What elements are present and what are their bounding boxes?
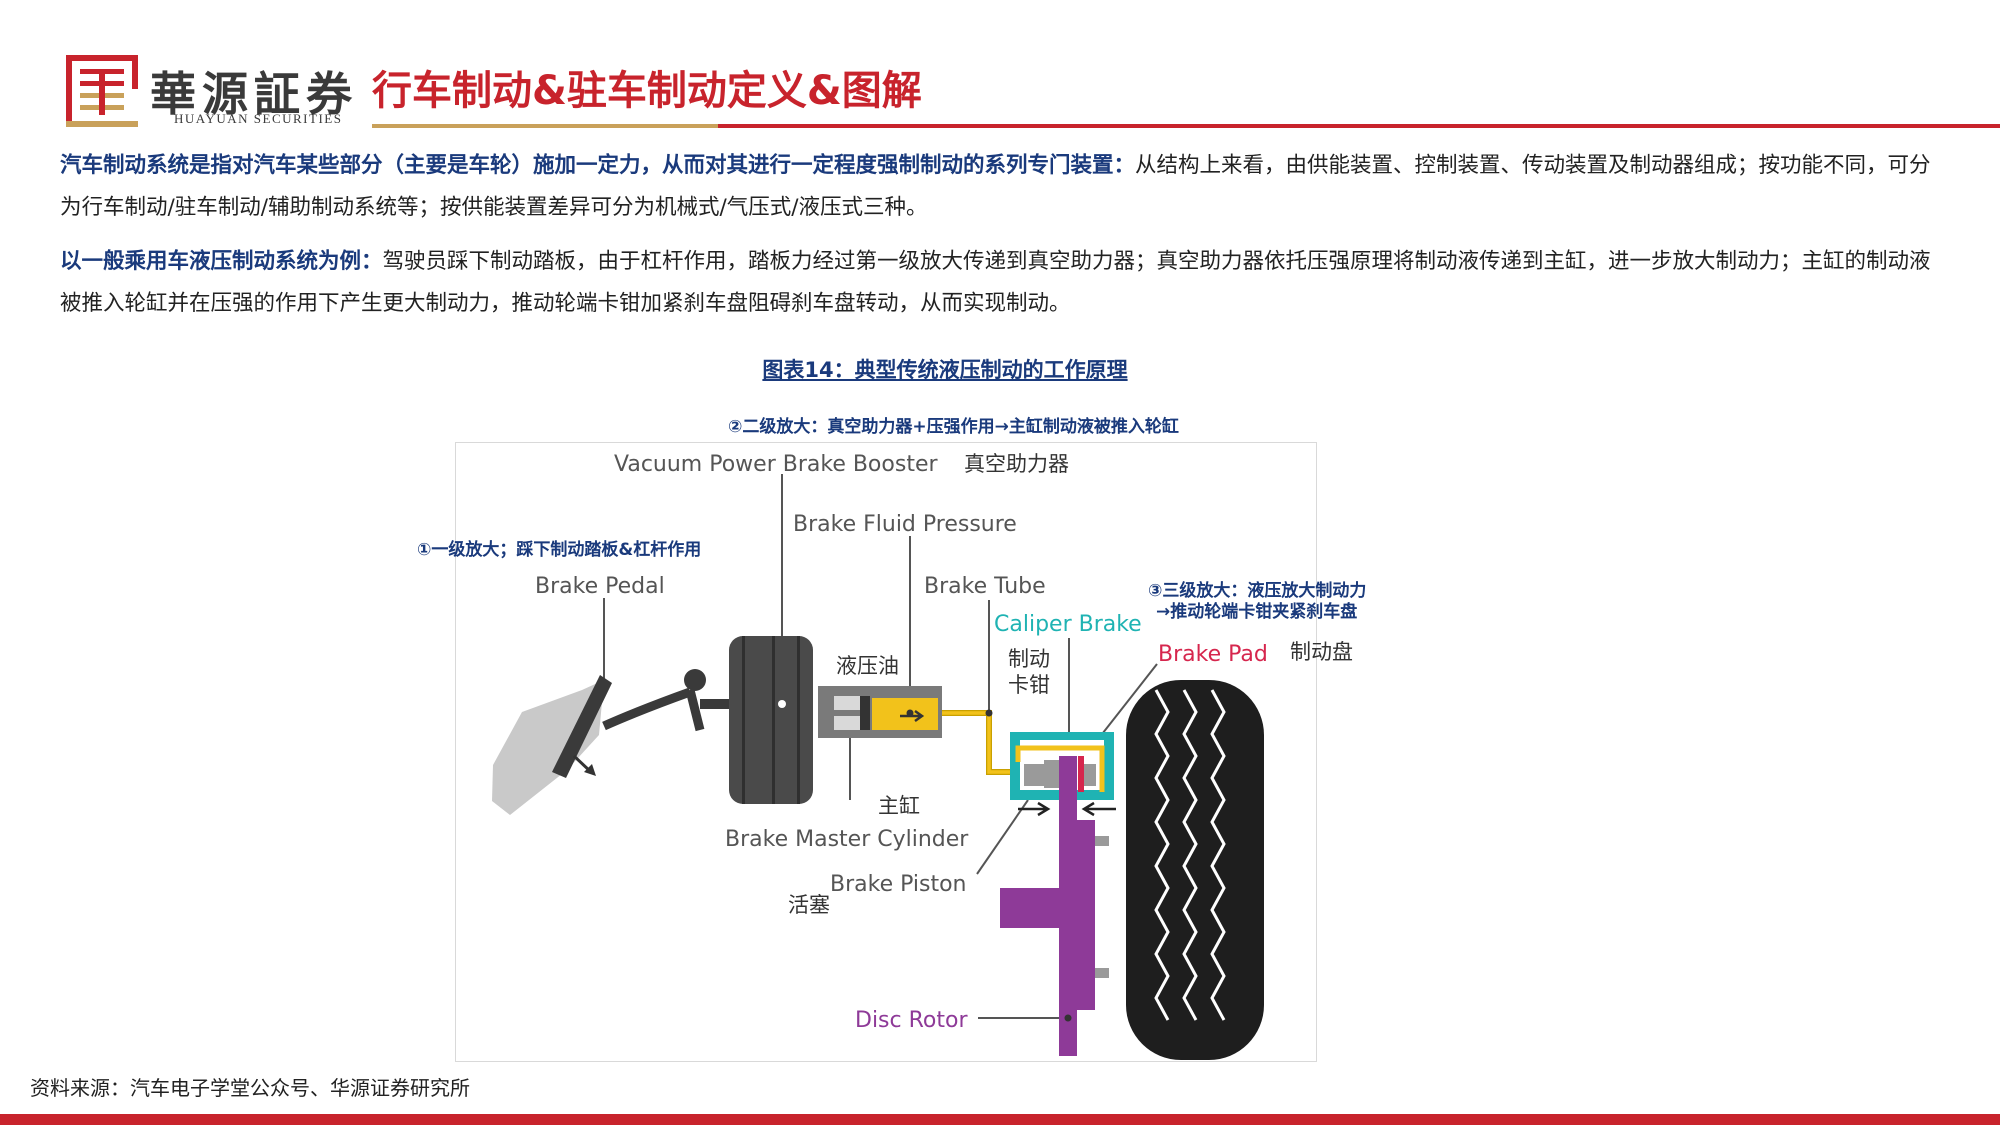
label-brake-pedal: Brake Pedal xyxy=(535,574,665,599)
rotor-marker xyxy=(1064,1014,1072,1022)
footer-bar xyxy=(0,1114,2000,1125)
booster-seam-2 xyxy=(772,636,775,804)
page-title: 行车制动&驻车制动定义&图解 xyxy=(372,68,922,114)
label-disc-cn: 制动盘 xyxy=(1290,640,1353,664)
rotor-bolt-1 xyxy=(1095,836,1109,846)
booster-seam-3 xyxy=(797,636,800,804)
label-caliper-cn-2: 卡钳 xyxy=(1008,673,1050,697)
booster-marker xyxy=(778,700,786,708)
tire-tread-line-1 xyxy=(1154,689,1170,1021)
clamp-arrow-left-icon xyxy=(1018,801,1051,817)
foot-shape xyxy=(492,680,604,815)
booster-seam-1 xyxy=(742,636,745,804)
rotor-bolt-2 xyxy=(1095,968,1109,978)
paragraph-example: 以一般乘用车液压制动系统为例：驾驶员踩下制动踏板，由于杠杆作用，踏板力经过第一级… xyxy=(60,241,1945,325)
label-vacuum-booster: Vacuum Power Brake Booster xyxy=(614,452,938,477)
master-cylinder-window-1 xyxy=(834,696,860,710)
tube-marker xyxy=(985,709,993,717)
note-stage-1: ①一级放大；踩下制动踏板&杠杆作用 xyxy=(417,539,701,560)
label-disc-rotor: Disc Rotor xyxy=(855,1008,968,1033)
huayuan-logo-icon xyxy=(64,53,140,129)
label-brake-fluid-pressure: Brake Fluid Pressure xyxy=(793,512,1017,537)
tire-tread-line-3 xyxy=(1210,689,1226,1021)
brake-piston-head xyxy=(1044,760,1060,788)
caliper-outer-block xyxy=(1084,764,1096,786)
hydraulic-fluid-chamber xyxy=(872,698,938,730)
label-caliper-cn-1: 制动 xyxy=(1008,647,1050,671)
header-divider-gold xyxy=(372,124,718,128)
label-vacuum-booster-cn: 真空助力器 xyxy=(964,452,1069,476)
pedal-arrow-head-icon xyxy=(584,764,596,776)
paragraph-example-body: 驾驶员踩下制动踏板，由于杠杆作用，踏板力经过第一级放大传递到真空助力器；真空助力… xyxy=(60,249,1931,316)
label-brake-piston: Brake Piston xyxy=(830,872,967,897)
tire-tread-line-2 xyxy=(1182,689,1198,1021)
master-piston-rod xyxy=(860,696,870,730)
label-brake-tube: Brake Tube xyxy=(924,574,1046,599)
tire-tread xyxy=(1154,689,1226,1021)
note-stage-3-line-1: ③三级放大：液压放大制动力 xyxy=(1148,580,1366,601)
label-caliper-brake: Caliper Brake xyxy=(994,612,1142,637)
disc-rotor xyxy=(1059,756,1077,1056)
logo-chinese-name: 華源証券 xyxy=(150,67,358,121)
rotor-axle xyxy=(1000,888,1059,928)
figure-frame xyxy=(455,442,1317,1062)
fluid-flow-arrow-icon xyxy=(900,709,925,723)
paragraph-definition-lead: 汽车制动系统是指对汽车某些部分（主要是车轮）施加一定力，从而对其进行一定程度强制… xyxy=(60,153,1136,178)
note-stage-2: ②二级放大：真空助力器+压强作用→主缸制动液被推入轮缸 xyxy=(728,416,1179,437)
tire xyxy=(1126,680,1264,1060)
rotor-hub xyxy=(1077,820,1095,1010)
leader-piston xyxy=(976,799,1029,875)
label-piston-cn: 活塞 xyxy=(788,893,830,917)
vacuum-booster xyxy=(729,636,813,804)
caliper-fluid-channel xyxy=(1015,745,1105,792)
master-cylinder-window-2 xyxy=(834,716,860,730)
header-divider-red xyxy=(718,124,2000,128)
label-brake-pad: Brake Pad xyxy=(1158,642,1268,667)
pedal-pivot xyxy=(684,669,706,691)
pedal-link xyxy=(685,688,705,732)
brake-tube-inner xyxy=(942,711,1014,774)
paragraph-example-lead: 以一般乘用车液压制动系统为例： xyxy=(60,249,383,274)
pedal-lever xyxy=(602,687,692,731)
note-stage-3-line-2: →推动轮端卡钳夹紧刹车盘 xyxy=(1156,601,1357,622)
brake-pad-right xyxy=(1078,756,1084,792)
paragraph-definition: 汽车制动系统是指对汽车某些部分（主要是车轮）施加一定力，从而对其进行一定程度强制… xyxy=(60,145,1945,229)
figure-caption: 图表14：典型传统液压制动的工作原理 xyxy=(762,358,1128,382)
logo-english-name: HUAYUAN SECURITIES xyxy=(174,111,343,126)
label-master-cylinder-cn: 主缸 xyxy=(878,794,920,818)
brake-tube xyxy=(942,710,1014,775)
clamp-arrow-right-icon xyxy=(1081,801,1116,817)
brake-piston xyxy=(1024,764,1044,786)
paragraph-definition-body: 从结构上来看，由供能装置、控制装置、传动装置及制动器组成；按功能不同，可分为行车… xyxy=(60,153,1931,220)
source-note: 资料来源：汽车电子学堂公众号、华源证券研究所 xyxy=(30,1076,470,1100)
brake-pedal-arm xyxy=(552,675,612,778)
label-brake-master-cylinder: Brake Master Cylinder xyxy=(725,827,969,852)
label-hydraulic-oil-cn: 液压油 xyxy=(836,654,899,678)
